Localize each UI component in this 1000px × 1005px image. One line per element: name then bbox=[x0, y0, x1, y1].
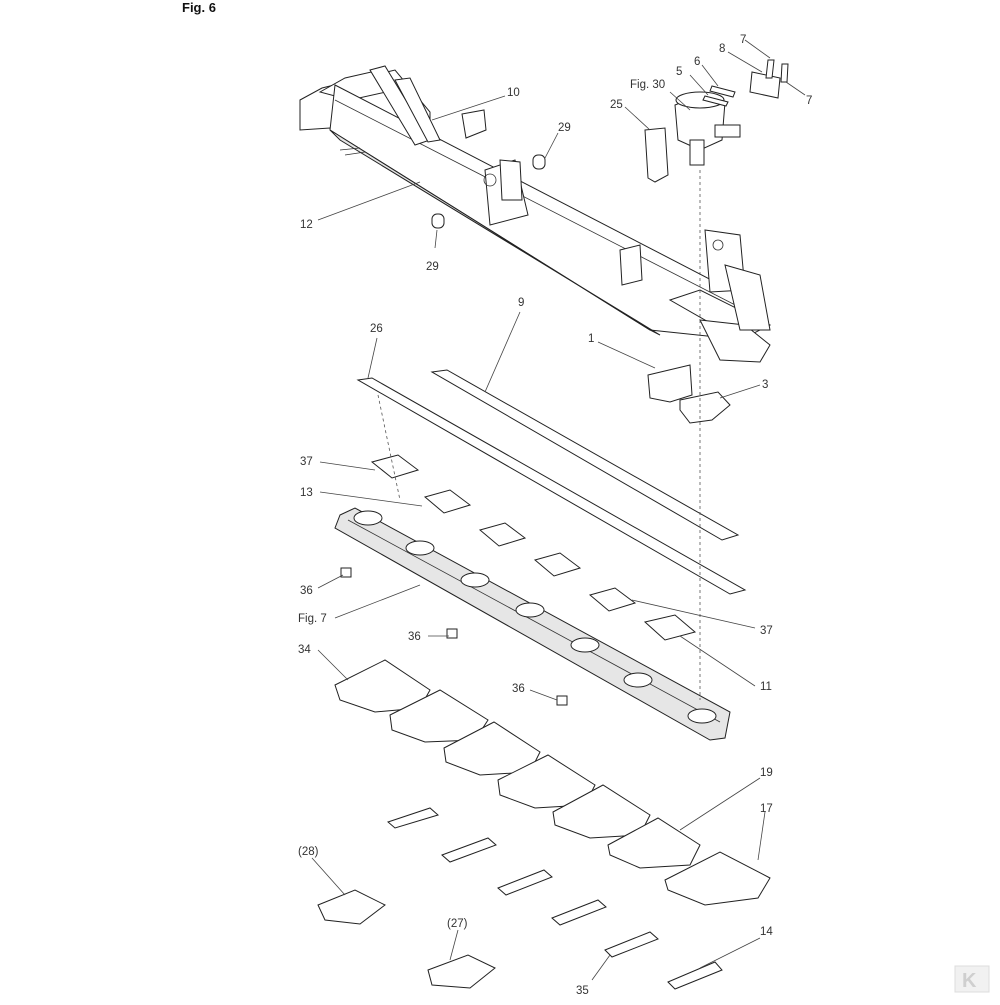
part-26-rail bbox=[356, 377, 747, 595]
part-25-bracket bbox=[644, 127, 669, 183]
part-9-rail bbox=[430, 369, 740, 541]
label-1: 1 bbox=[588, 333, 594, 345]
label-17: 17 bbox=[760, 803, 773, 815]
label-37-upper: 37 bbox=[300, 456, 313, 468]
label-26: 26 bbox=[370, 323, 383, 335]
label-10: 10 bbox=[507, 87, 520, 99]
label-37-lower: 37 bbox=[760, 625, 773, 637]
part-3-guard bbox=[679, 391, 731, 424]
label-13: 13 bbox=[300, 487, 313, 499]
label-29-lower: 29 bbox=[426, 261, 439, 273]
label-7-lower: 7 bbox=[806, 95, 812, 107]
label-3: 3 bbox=[762, 379, 768, 391]
figure-title: Fig. 6 bbox=[182, 0, 216, 15]
label-28: (28) bbox=[298, 846, 319, 858]
label-fig7: Fig. 7 bbox=[298, 613, 327, 625]
part-10-plate bbox=[461, 109, 487, 139]
part-5-shim bbox=[702, 95, 729, 107]
label-36-left: 36 bbox=[300, 585, 313, 597]
part-29-bushing-lower bbox=[431, 213, 445, 229]
skid-set bbox=[334, 659, 771, 906]
leader-lines bbox=[311, 39, 806, 981]
label-9: 9 bbox=[518, 297, 524, 309]
part-7-clip-upper bbox=[765, 59, 775, 79]
label-5: 5 bbox=[676, 66, 682, 78]
plate-set bbox=[370, 454, 697, 641]
part-36-block-a bbox=[340, 567, 352, 578]
label-8: 8 bbox=[719, 43, 725, 55]
part-29-bushing-upper bbox=[532, 154, 546, 170]
label-11: 11 bbox=[760, 681, 772, 693]
label-14: 14 bbox=[760, 926, 773, 938]
part-labels: 10 29 12 29 Fig. 30 5 6 7 8 7 25 26 9 1 … bbox=[298, 34, 812, 997]
label-19: 19 bbox=[760, 767, 773, 779]
main-frame bbox=[299, 65, 772, 363]
part-1-guard bbox=[647, 364, 693, 403]
alignment-line-left bbox=[377, 394, 401, 501]
part-8-cover-plate bbox=[749, 71, 781, 99]
label-36-right: 36 bbox=[512, 683, 525, 695]
label-27: (27) bbox=[447, 918, 468, 930]
label-36-mid: 36 bbox=[408, 631, 421, 643]
part-28-plate bbox=[317, 889, 386, 925]
brand-logo: K bbox=[954, 965, 990, 993]
label-34: 34 bbox=[298, 644, 311, 656]
label-29-upper: 29 bbox=[558, 122, 571, 134]
logo-letter: K bbox=[962, 970, 977, 992]
label-6: 6 bbox=[694, 56, 700, 68]
label-fig30: Fig. 30 bbox=[630, 79, 665, 91]
part-36-block-c bbox=[556, 695, 568, 706]
wear-strip-set bbox=[387, 807, 723, 990]
part-6-shim bbox=[709, 85, 736, 98]
label-12: 12 bbox=[300, 219, 313, 231]
cutter-bar-fig7 bbox=[334, 507, 731, 741]
label-7-upper: 7 bbox=[740, 34, 746, 46]
part-36-block-b bbox=[446, 628, 458, 639]
gearbox-fig30 bbox=[674, 91, 741, 166]
part-7-clip-lower bbox=[780, 63, 789, 83]
label-35: 35 bbox=[576, 985, 589, 997]
label-25: 25 bbox=[610, 99, 623, 111]
part-27-plate bbox=[427, 954, 496, 989]
